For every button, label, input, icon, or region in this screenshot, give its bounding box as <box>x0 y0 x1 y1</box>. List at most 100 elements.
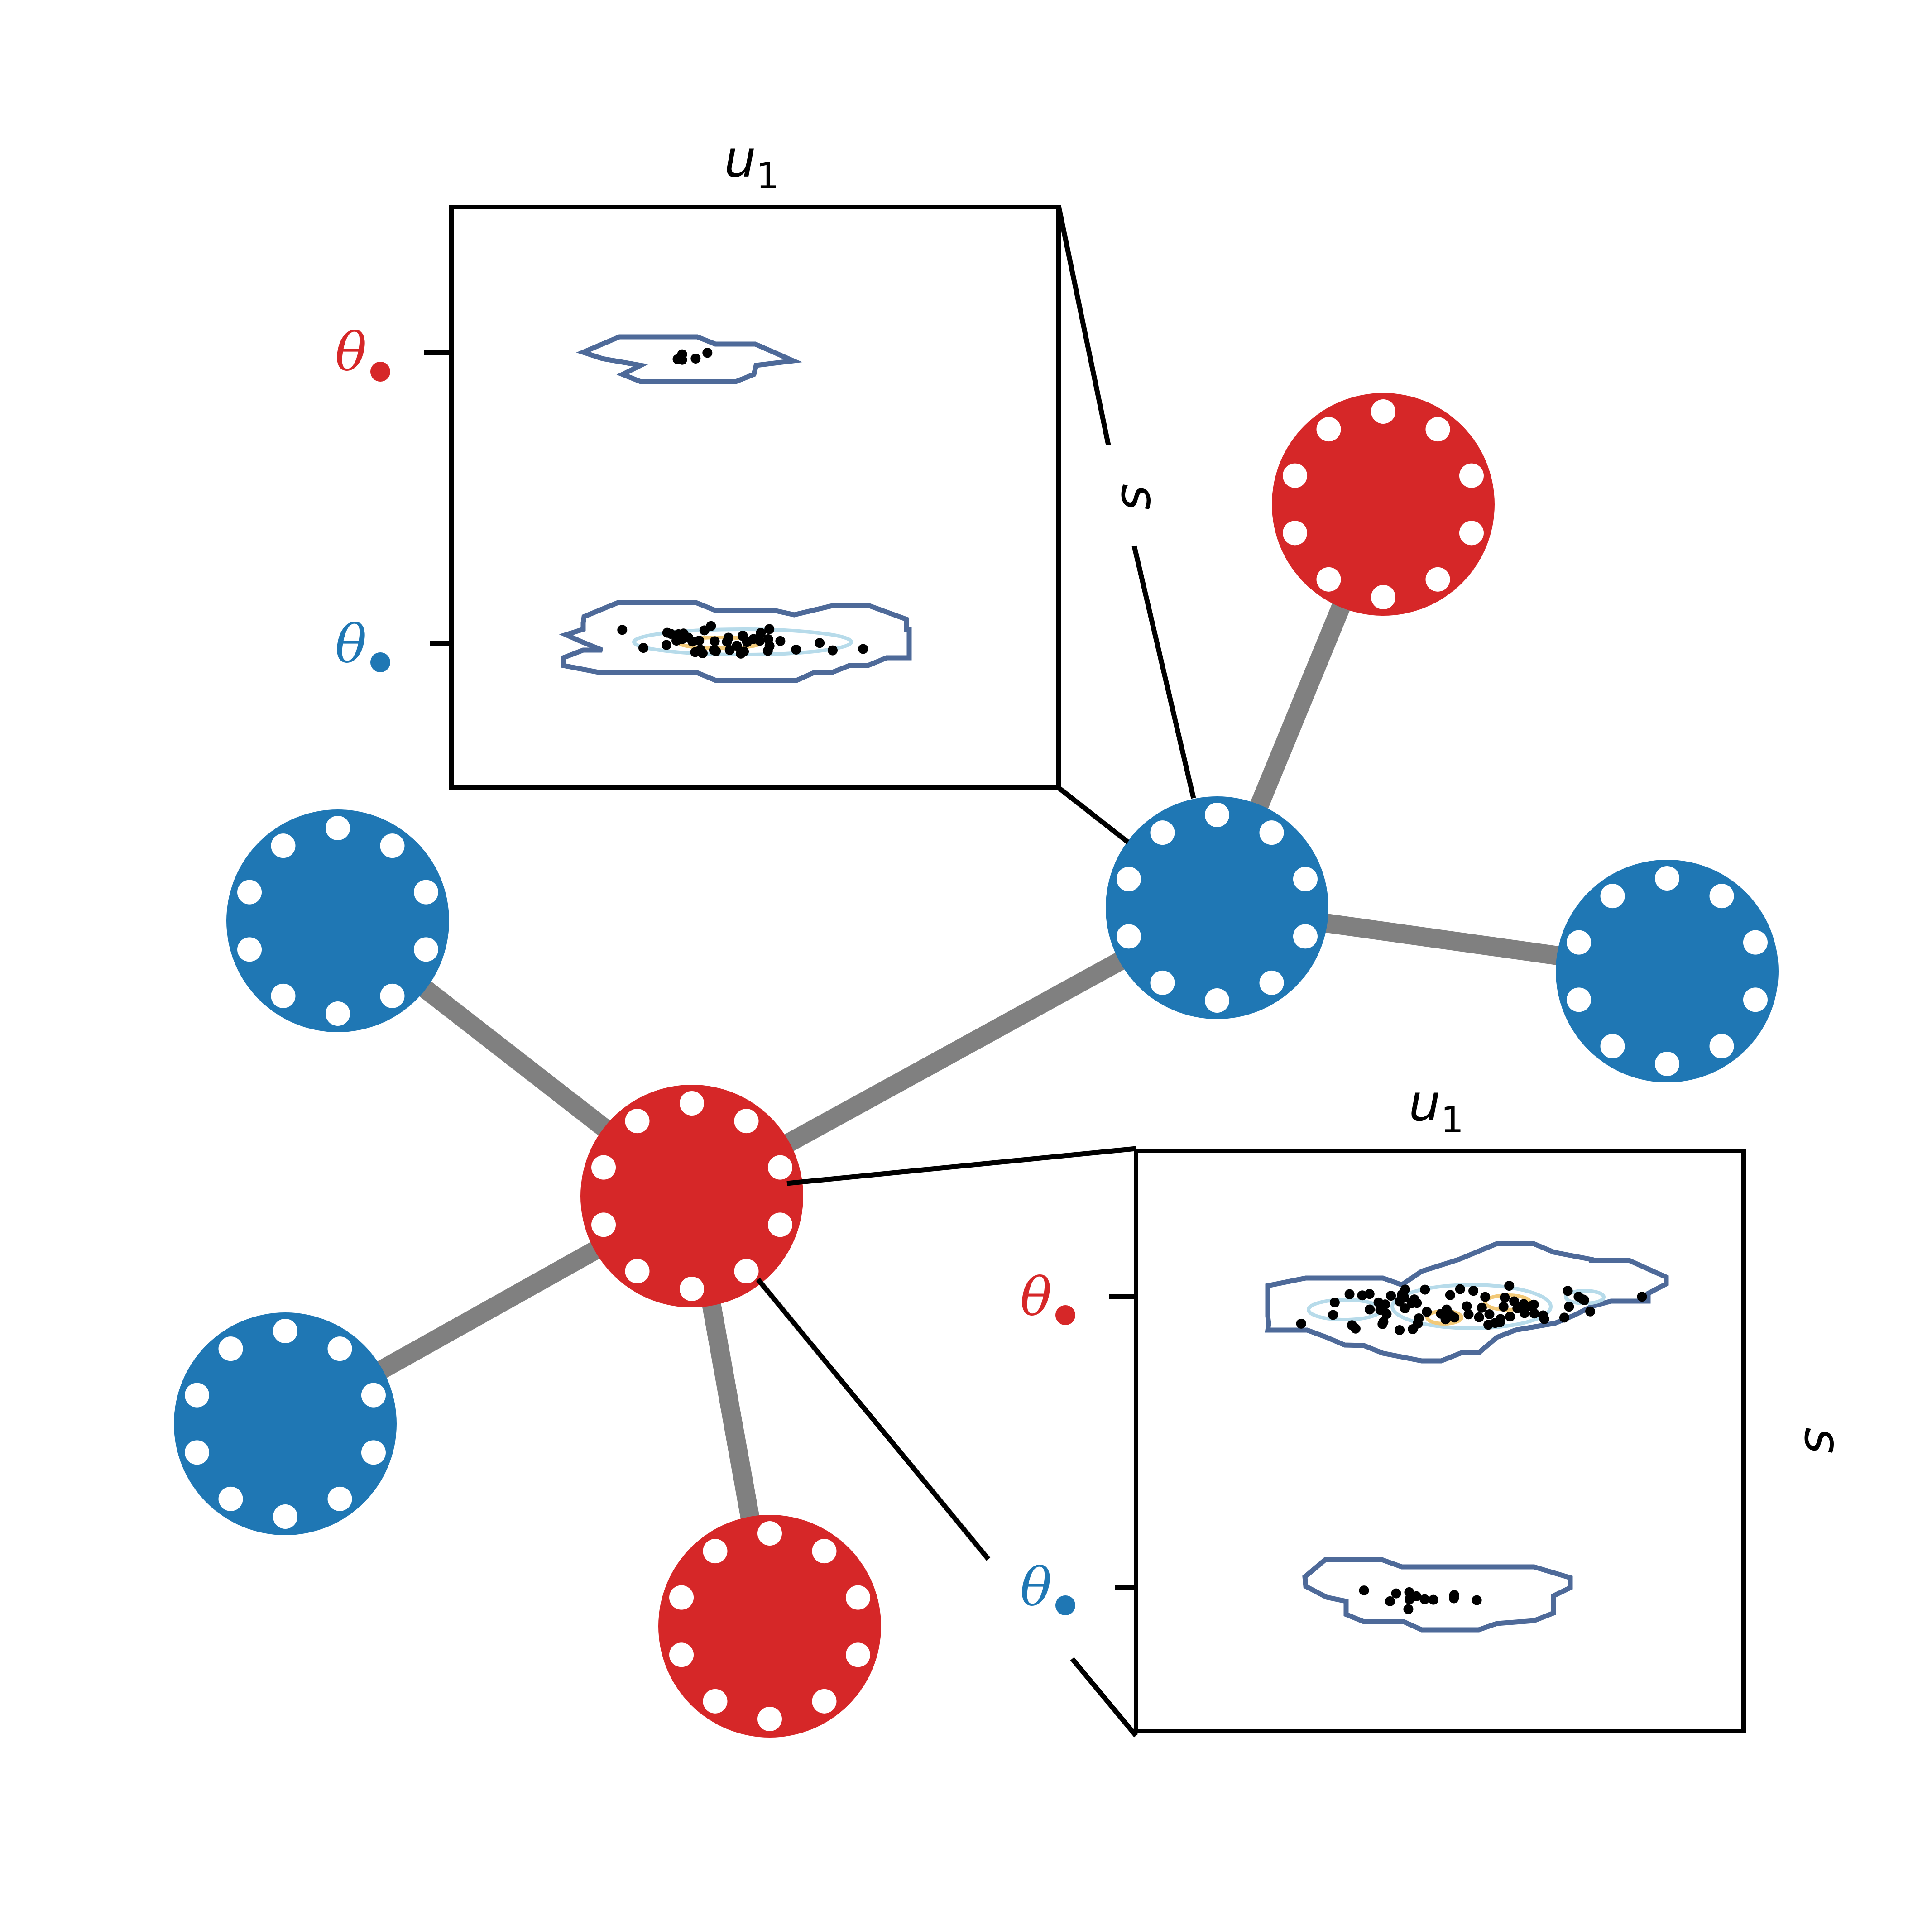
inset-bottom-y-tick-label-red: θ <box>1020 1267 1052 1328</box>
n-blue-upper-left-ring-dot <box>326 1001 350 1026</box>
inset-bottom-sample-point <box>1463 1309 1474 1320</box>
n-red-top-ring-dot <box>1316 567 1341 592</box>
inset-bottom-sample-point <box>1391 1588 1401 1599</box>
n-red-bottom-ring-dot <box>812 1539 837 1564</box>
n-blue-upper-left-ring-dot <box>271 983 296 1008</box>
inset-top-y-tick-dot-blue <box>370 652 390 672</box>
inset-bottom-y-tick-label-blue: θ <box>1020 1557 1052 1618</box>
n-blue-hub-ring-dot <box>1293 924 1318 949</box>
n-blue-upper-left-ring-dot <box>237 937 262 962</box>
n-red-top-ring-dot <box>1316 417 1341 442</box>
inset-top-connector-upper <box>1131 545 1196 799</box>
n-red-center-ring-dot <box>591 1155 616 1180</box>
n-blue-upper-left-ring-dot <box>326 816 350 840</box>
inset-top-y-tick-dot-red <box>370 362 390 382</box>
inset-bottom-sample-point <box>1386 1291 1396 1301</box>
n-blue-right-ring-dot <box>1709 884 1734 909</box>
inset-top-sample-point <box>662 627 672 638</box>
inset-top-sample-point <box>764 624 775 634</box>
inset-bottom-sample-point <box>1500 1293 1510 1303</box>
n-red-center-disc <box>580 1085 803 1307</box>
inset-bottom-sample-point <box>1577 1294 1588 1305</box>
inset-bottom-sample-point <box>1563 1286 1573 1296</box>
inset-bottom-sample-point <box>1472 1595 1482 1605</box>
n-blue-right-ring-dot <box>1600 884 1625 909</box>
n-blue-hub-ring-dot <box>1259 970 1284 995</box>
inset-top-x-label: u1 <box>724 130 779 197</box>
n-red-center-ring-dot <box>767 1155 792 1180</box>
inset-bottom-points-red <box>1296 1281 1647 1335</box>
inset-top-sample-point <box>617 625 628 635</box>
inset-bottom-sample-point <box>1474 1312 1484 1322</box>
n-red-center-ring-dot <box>734 1109 759 1134</box>
inset-bottom: u1 s θ θ <box>756 1074 1852 1738</box>
n-red-top-disc <box>1272 393 1495 616</box>
n-blue-hub-ring-dot <box>1259 820 1284 845</box>
inset-top-contour-blue-row <box>559 600 912 683</box>
n-red-center-ring-dot <box>680 1091 704 1116</box>
n-red-bottom-ring-dot <box>757 1707 782 1731</box>
inset-top-sample-point <box>763 634 773 644</box>
n-red-bottom-ring-dot <box>669 1585 694 1610</box>
inset-bottom-sample-point <box>1406 1298 1417 1308</box>
inset-bottom-sample-point <box>1585 1306 1596 1317</box>
inset-top-sample-point <box>677 354 687 365</box>
n-blue-right-disc <box>1556 860 1779 1082</box>
inset-bottom-sample-point <box>1637 1292 1647 1302</box>
inset-bottom-sample-point <box>1455 1284 1465 1294</box>
inset-top-sample-point <box>638 643 649 653</box>
inset-bottom-y-label: s <box>1793 1427 1852 1454</box>
n-red-top-ring-dot <box>1371 585 1395 609</box>
inset-bottom-connector-lower <box>756 1278 991 1561</box>
inset-bottom-sample-point <box>1449 1590 1459 1600</box>
inset-bottom-sample-point <box>1564 1302 1574 1312</box>
inset-bottom-sample-point <box>1462 1301 1472 1312</box>
inset-bottom-connector-upper <box>786 1146 1136 1186</box>
n-blue-upper-left-ring-dot <box>237 880 262 905</box>
n-blue-upper-left-disc <box>226 809 449 1032</box>
inset-bottom-sample-point <box>1395 1325 1405 1335</box>
inset-bottom-sample-point <box>1529 1308 1539 1319</box>
inset-bottom-sample-point <box>1559 1312 1569 1323</box>
n-red-center-ring-dot <box>734 1259 759 1283</box>
inset-bottom-sample-point <box>1504 1281 1515 1291</box>
inset-top-sample-point <box>775 636 786 646</box>
inset-top-sample-point <box>687 637 698 647</box>
n-red-bottom-ring-dot <box>703 1539 728 1564</box>
inset-bottom-sample-point <box>1344 1289 1355 1299</box>
inset-bottom-sample-point <box>1505 1312 1515 1322</box>
inset-bottom-points-blue <box>1359 1585 1482 1614</box>
inset-top-sample-point <box>690 647 700 657</box>
n-red-top-ring-dot <box>1283 521 1308 546</box>
n-blue-right-ring-dot <box>1567 930 1592 955</box>
inset-bottom-sample-point <box>1539 1314 1549 1324</box>
node-layer <box>174 393 1779 1738</box>
inset-bottom-contour-red-row <box>1265 1241 1669 1364</box>
inset-top-sample-point <box>661 640 671 650</box>
inset-bottom-sample-point <box>1399 1293 1409 1303</box>
inset-bottom-sample-point <box>1419 1594 1430 1604</box>
inset-top-y-tick-label-blue: θ <box>335 614 367 675</box>
n-red-bottom-ring-dot <box>845 1642 870 1667</box>
inset-bottom-sample-point <box>1420 1284 1430 1295</box>
inset-bottom-sample-point <box>1525 1301 1536 1312</box>
n-blue-right <box>1556 860 1779 1082</box>
n-red-bottom-disc <box>658 1515 881 1738</box>
inset-bottom-y-tick-dot-red <box>1055 1305 1075 1325</box>
inset-top-sample-point <box>690 354 701 364</box>
inset-bottom-contour-inner <box>1390 1283 1553 1330</box>
inset-bottom-contour-blue-row <box>1302 1557 1573 1633</box>
n-blue-upper-left-ring-dot <box>380 983 405 1008</box>
inset-top-connector-lower <box>1057 785 1130 844</box>
n-blue-right-ring-dot <box>1567 987 1592 1012</box>
inset-bottom-sample-point <box>1484 1309 1495 1320</box>
n-red-bottom-ring-dot <box>757 1521 782 1546</box>
inset-top-sample-point <box>702 348 713 358</box>
n-blue-lower-left-ring-dot <box>273 1504 297 1529</box>
n-blue-lower-left-ring-dot <box>361 1383 386 1408</box>
inset-bottom-sample-point <box>1350 1323 1361 1334</box>
n-blue-right-ring-dot <box>1709 1034 1734 1058</box>
inset-bottom-sample-point <box>1359 1585 1369 1596</box>
n-red-bottom <box>658 1515 881 1738</box>
inset-bottom-sample-point <box>1445 1290 1455 1300</box>
